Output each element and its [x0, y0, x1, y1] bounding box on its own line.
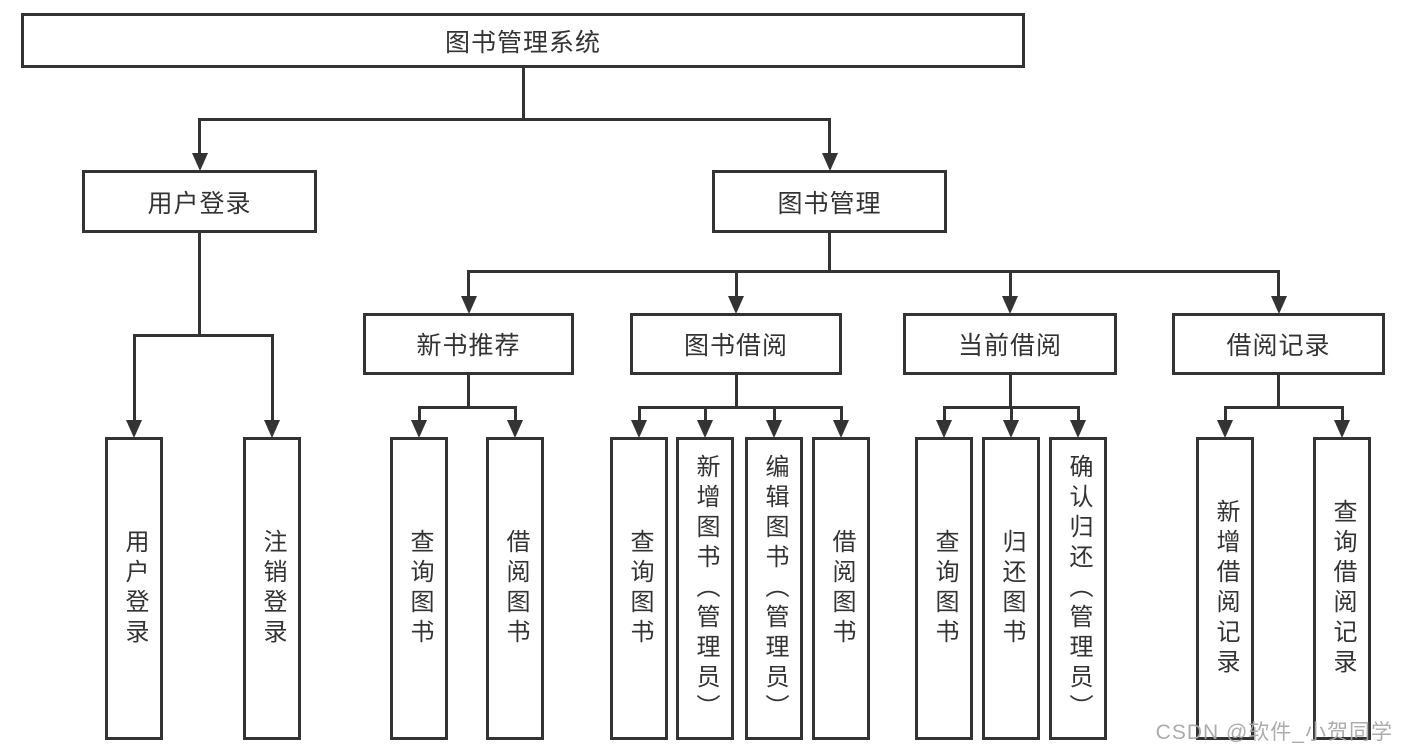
node-label-leaf-query-books-borrowing: 查询图书 — [626, 528, 653, 649]
node-leaf-query-books-borrowing: 查询图书 — [610, 437, 668, 740]
node-label-leaf-borrow-books-recommend: 借阅图书 — [502, 528, 529, 649]
node-current-borrowing: 当前借阅 — [903, 313, 1117, 375]
connector-drop-leaf-return-book — [1009, 407, 1013, 421]
node-leaf-query-books-current: 查询图书 — [915, 437, 973, 740]
connector-arrowhead-leaf-add-borrow-record — [1217, 420, 1233, 438]
node-label-leaf-confirm-return-admin: 确认归还（管理员） — [1065, 453, 1092, 724]
node-new-book-recommend: 新书推荐 — [363, 313, 574, 375]
connector-stem-user-login — [198, 233, 201, 337]
node-label-leaf-return-book: 归还图书 — [998, 528, 1025, 649]
node-leaf-query-borrow-record: 查询借阅记录 — [1313, 437, 1371, 740]
connector-drop-leaf-query-books-borrowing — [637, 407, 641, 421]
connector-arrowhead-leaf-add-book-admin — [697, 420, 713, 438]
connector-drop-leaf-edit-book-admin — [772, 407, 776, 421]
connector-drop-borrowing-records — [1277, 271, 1280, 297]
connector-drop-user-login — [198, 119, 201, 154]
connector-drop-current-borrowing — [1008, 271, 1012, 297]
connector-stem-new-book-recommend — [467, 375, 470, 409]
connector-arrowhead-user-login — [191, 153, 208, 171]
connector-drop-leaf-query-books-recommend — [417, 407, 421, 421]
connector-arrowhead-new-book-recommend — [460, 296, 477, 314]
node-label-leaf-edit-book-admin: 编辑图书（管理员） — [761, 453, 788, 724]
node-user-login: 用户登录 — [82, 170, 317, 233]
connector-stem-book-management — [828, 233, 831, 273]
node-leaf-borrow-books-borrowing: 借阅图书 — [812, 437, 870, 740]
connector-arrowhead-book-management — [821, 153, 838, 171]
node-label-leaf-query-books-recommend: 查询图书 — [406, 528, 433, 649]
node-label-leaf-query-borrow-record: 查询借阅记录 — [1329, 498, 1356, 679]
node-label-leaf-user-login: 用户登录 — [121, 528, 148, 649]
node-leaf-confirm-return-admin: 确认归还（管理员） — [1049, 437, 1107, 740]
connector-arrowhead-leaf-borrow-books-borrowing — [833, 420, 849, 438]
connector-stem-book-borrowing — [734, 375, 738, 409]
connector-arrowhead-leaf-return-book — [1003, 420, 1019, 438]
node-library-management-system: 图书管理系统 — [21, 13, 1025, 68]
connector-drop-leaf-user-login — [132, 335, 136, 421]
node-label-leaf-borrow-books-borrowing: 借阅图书 — [828, 528, 855, 649]
node-label-leaf-query-books-current: 查询图书 — [931, 528, 958, 649]
connector-drop-new-book-recommend — [467, 271, 470, 297]
connector-arrowhead-leaf-confirm-return-admin — [1070, 420, 1086, 438]
connector-branch-borrowing-records — [1223, 405, 1344, 409]
connector-drop-book-management — [828, 119, 831, 154]
node-leaf-borrow-books-recommend: 借阅图书 — [486, 437, 544, 740]
node-label-borrowing-records: 借阅记录 — [1226, 332, 1331, 360]
connector-branch-library-management-system — [198, 117, 831, 121]
connector-arrowhead-book-borrowing — [728, 296, 744, 314]
node-leaf-add-book-admin: 新增图书（管理员） — [676, 437, 734, 740]
node-borrowing-records: 借阅记录 — [1172, 313, 1385, 375]
node-book-borrowing: 图书借阅 — [630, 313, 842, 375]
connector-drop-leaf-confirm-return-admin — [1076, 407, 1080, 421]
node-leaf-query-books-recommend: 查询图书 — [390, 437, 448, 740]
connector-stem-borrowing-records — [1277, 375, 1280, 409]
node-leaf-user-login: 用户登录 — [105, 437, 163, 740]
node-leaf-return-book: 归还图书 — [982, 437, 1040, 740]
connector-stem-current-borrowing — [1008, 375, 1012, 409]
connector-stem-library-management-system — [521, 68, 525, 121]
connector-drop-leaf-add-borrow-record — [1223, 407, 1227, 421]
node-label-current-borrowing: 当前借阅 — [957, 332, 1062, 360]
node-leaf-edit-book-admin: 编辑图书（管理员） — [745, 437, 803, 740]
connector-arrowhead-borrowing-records — [1270, 296, 1287, 314]
connector-drop-book-borrowing — [734, 271, 738, 297]
connector-arrowhead-leaf-query-books-borrowing — [631, 420, 647, 438]
connector-arrowhead-leaf-query-borrow-record — [1334, 420, 1350, 438]
node-label-book-management: 图书管理 — [777, 189, 882, 218]
node-label-leaf-logout: 注销登录 — [259, 528, 286, 649]
connector-drop-leaf-logout — [270, 335, 274, 421]
connector-arrowhead-current-borrowing — [1002, 296, 1018, 314]
node-label-new-book-recommend: 新书推荐 — [416, 332, 521, 360]
connector-arrowhead-leaf-user-login — [126, 420, 142, 438]
connector-drop-leaf-query-borrow-record — [1340, 407, 1344, 421]
connector-arrowhead-leaf-borrow-books-recommend — [507, 420, 523, 438]
node-label-library-management-system: 图书管理系统 — [444, 28, 601, 57]
connector-arrowhead-leaf-edit-book-admin — [766, 420, 782, 438]
connector-branch-book-borrowing — [637, 405, 843, 409]
connector-drop-leaf-add-book-admin — [703, 407, 707, 421]
node-label-leaf-add-book-admin: 新增图书（管理员） — [692, 453, 719, 724]
connector-drop-leaf-borrow-books-recommend — [513, 407, 517, 421]
connector-branch-user-login — [132, 333, 274, 337]
connector-drop-leaf-borrow-books-borrowing — [839, 407, 843, 421]
node-label-book-borrowing: 图书借阅 — [683, 332, 788, 360]
node-label-user-login: 用户登录 — [147, 189, 252, 218]
connector-arrowhead-leaf-query-books-recommend — [411, 420, 427, 438]
connector-arrowhead-leaf-query-books-current — [936, 420, 952, 438]
connector-drop-leaf-query-books-current — [942, 407, 946, 421]
node-label-leaf-add-borrow-record: 新增借阅记录 — [1212, 498, 1239, 679]
connector-arrowhead-leaf-logout — [264, 420, 280, 438]
node-book-management: 图书管理 — [712, 170, 947, 233]
connector-branch-book-management — [467, 269, 1280, 273]
node-leaf-logout: 注销登录 — [243, 437, 301, 740]
node-leaf-add-borrow-record: 新增借阅记录 — [1196, 437, 1254, 740]
connector-branch-new-book-recommend — [417, 405, 517, 409]
watermark: CSDN @软件_小贺同学 — [1155, 721, 1393, 744]
